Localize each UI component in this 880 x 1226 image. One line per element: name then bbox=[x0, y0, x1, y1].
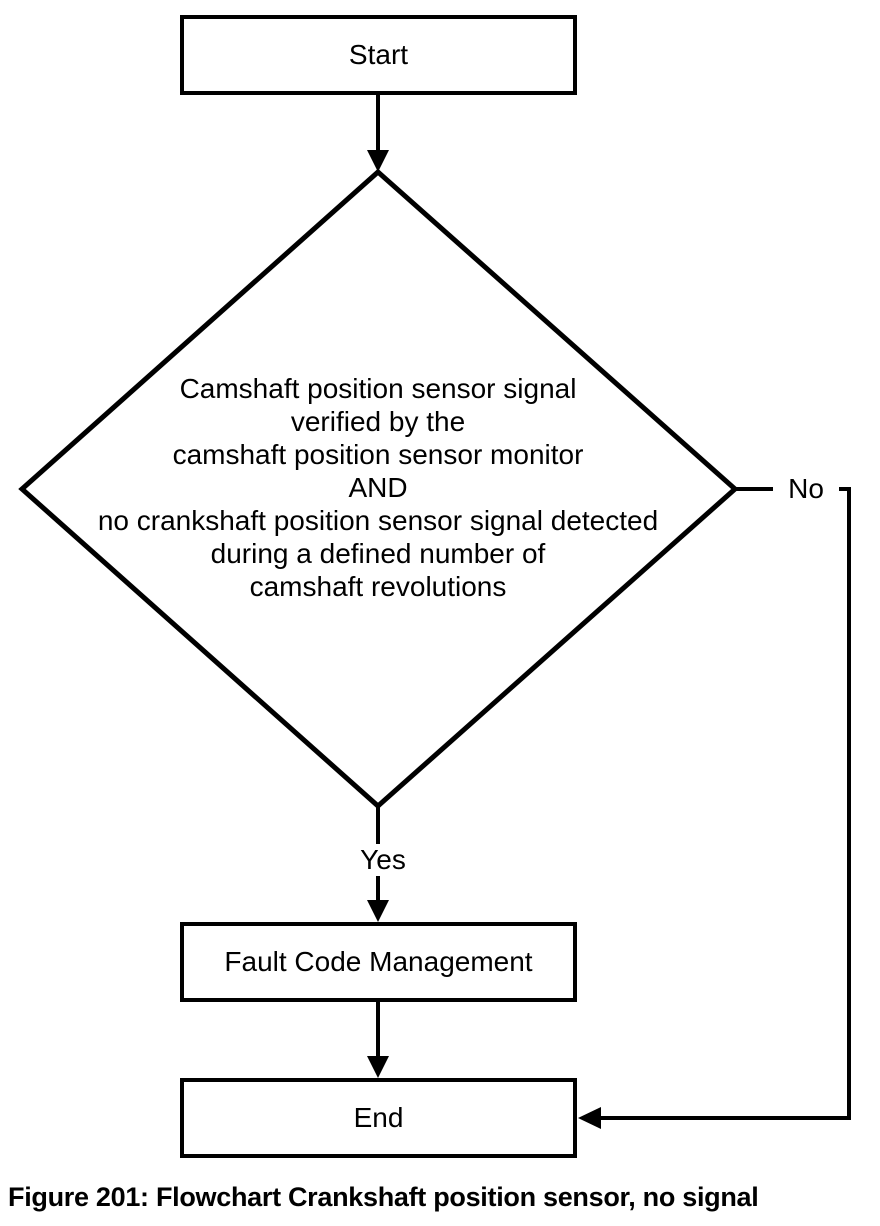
yes-edge-label: Yes bbox=[348, 844, 418, 876]
no-edge-label: No bbox=[773, 473, 839, 505]
arrowhead-no-to-end bbox=[578, 1107, 601, 1129]
start-node: Start bbox=[180, 15, 577, 95]
fault-code-management-node: Fault Code Management bbox=[180, 922, 577, 1002]
end-node: End bbox=[180, 1078, 577, 1158]
figure-caption: Figure 201: Flowchart Crankshaft positio… bbox=[8, 1182, 759, 1212]
decision-line: camshaft revolutions bbox=[249, 571, 507, 602]
end-node-label: End bbox=[353, 1102, 404, 1133]
arrowhead-fault-to-end bbox=[367, 1056, 389, 1078]
fault-node-label: Fault Code Management bbox=[224, 946, 533, 977]
decision-line: verified by the bbox=[290, 406, 466, 437]
arrowhead-decision-to-fault bbox=[367, 900, 389, 922]
decision-line: Camshaft position sensor signal bbox=[179, 373, 577, 404]
decision-line: AND bbox=[348, 472, 408, 503]
decision-line: during a defined number of bbox=[210, 538, 546, 569]
decision-line: camshaft position sensor monitor bbox=[172, 439, 584, 470]
decision-line: no crankshaft position sensor signal det… bbox=[97, 505, 659, 536]
decision-node-text: Camshaft position sensor signal verified… bbox=[58, 372, 698, 603]
arrowhead-start-to-decision bbox=[367, 150, 389, 172]
start-node-label: Start bbox=[348, 39, 409, 70]
